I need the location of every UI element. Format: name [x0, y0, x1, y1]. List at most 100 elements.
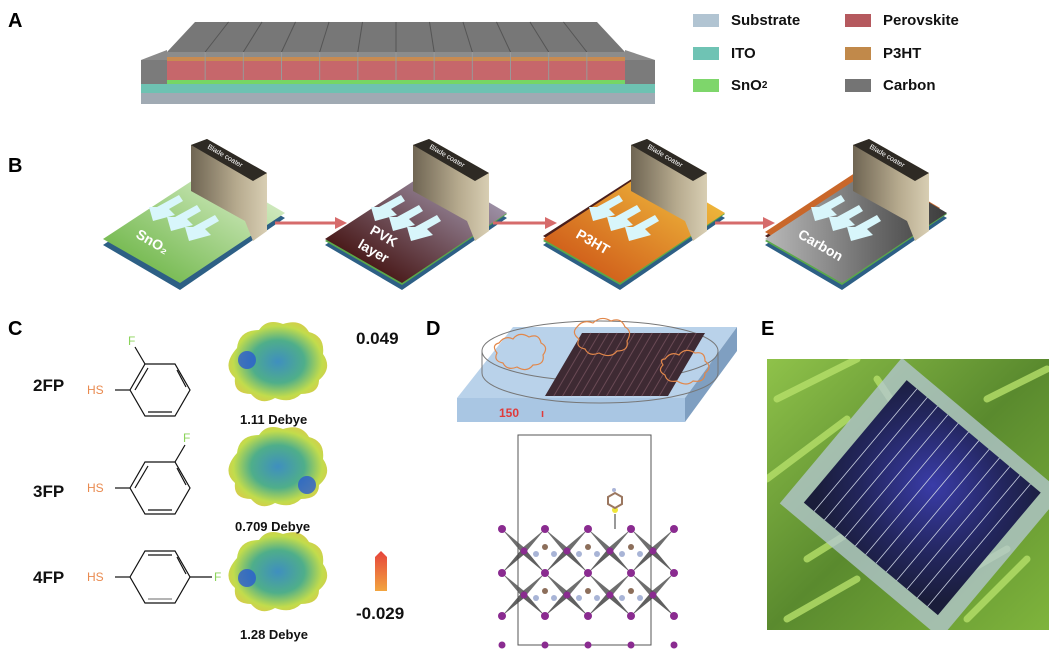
iodine-atom [627, 569, 635, 577]
petri-dish-wall [481, 351, 719, 404]
cell-stripe [641, 332, 680, 397]
nitrogen-atom [637, 595, 643, 601]
hotplate-side [685, 327, 737, 422]
esp-surface [228, 532, 328, 612]
cell-stripe [553, 332, 592, 397]
iodine-atom [627, 525, 635, 533]
nitrogen-atom [551, 595, 557, 601]
hotplate-front [457, 398, 685, 422]
module-active-area [803, 380, 1041, 616]
carbon-atom [628, 544, 634, 550]
structure-3fp [115, 444, 191, 515]
cell-stripe [606, 332, 644, 397]
legend-item-ito: ITO [693, 45, 756, 62]
iodine-atom [541, 569, 549, 577]
coating-direction-arrow [847, 215, 881, 241]
esp-map [228, 532, 328, 612]
coating-direction-arrow [167, 205, 201, 231]
cell-scribe-line [462, 21, 473, 53]
iodine-atom [584, 641, 592, 649]
thiol-label: HS [87, 481, 104, 495]
nitrogen-atom [619, 551, 625, 557]
outdoor-module-photo [767, 359, 1049, 630]
coating-direction-arrow [625, 215, 659, 241]
nitrogen-atom [576, 595, 582, 601]
thiol-label: HS [87, 570, 104, 584]
legend-item-p3ht: P3HT [845, 45, 921, 62]
coating-direction-arrow [407, 215, 441, 241]
interconnect-line [927, 483, 1031, 607]
iodine-atom [498, 569, 506, 577]
dipole-moment-2fp: 1.11 Debye [240, 412, 308, 427]
electrostatic-potential-maps [228, 322, 328, 612]
nitrogen-atom [594, 595, 600, 601]
vapor-cloud [659, 349, 710, 385]
carbon-atom [628, 588, 634, 594]
nitrogen-atom [533, 595, 539, 601]
molecule-name-3fp: 3FP [33, 482, 65, 501]
legend-item-carbon: Carbon [845, 77, 936, 94]
annealing-hotplate-diagram: 150 ı [457, 317, 737, 422]
panel-label-b: B [8, 155, 23, 177]
lead-atom [563, 547, 571, 555]
legend-swatch-perovskite [845, 14, 871, 27]
coating-direction-arrow [389, 205, 423, 231]
esp-map [228, 322, 328, 402]
iodine-atom [670, 612, 678, 620]
grass-blade [783, 575, 861, 623]
panel-label-e: E [761, 318, 775, 340]
coating-direction-arrow [589, 195, 623, 221]
cell-scribe-line [281, 21, 296, 53]
nitrogen-atom [533, 551, 539, 557]
coating-direction-arrow [607, 205, 641, 231]
cell-stripe [632, 332, 671, 397]
cell-stripe [597, 332, 636, 397]
coating-direction-arrow [371, 195, 405, 221]
cell-stripe [579, 332, 618, 397]
process-arrow [493, 217, 557, 229]
iodine-atom [498, 641, 506, 649]
cell-stripe [614, 332, 653, 397]
legend-item-perovskite: Perovskite [845, 12, 959, 29]
cell-scribe-line [204, 21, 229, 53]
grass-blade [963, 555, 1031, 623]
negative-potential-region [238, 351, 256, 369]
cell-scribe-line [529, 21, 550, 53]
cell-scribe-line [357, 21, 363, 53]
nitrogen-atom [551, 551, 557, 557]
legend-swatch-sno2 [693, 79, 719, 92]
cell-stripe [658, 332, 697, 397]
vapor-cloud [573, 317, 631, 357]
iodine-atom [670, 569, 678, 577]
grass-blade [983, 365, 1049, 403]
lead-atom [649, 547, 657, 555]
thiol-label: HS [87, 383, 104, 397]
iodine-atom [541, 641, 549, 649]
interconnect-line [834, 405, 938, 529]
process-arrow [275, 217, 347, 229]
iodine-atom [670, 525, 678, 533]
lead-atom [649, 591, 657, 599]
grass-blade [767, 415, 851, 483]
cell-stripe [562, 332, 601, 397]
fluorine-label: F [183, 431, 190, 445]
legend-swatch-substrate [693, 14, 719, 27]
iodine-atom [584, 569, 592, 577]
legend-label: P3HT [883, 45, 922, 62]
iodine-atom [541, 612, 549, 620]
iodine-atom [498, 612, 506, 620]
interconnect-line [906, 466, 1011, 590]
cell-scribe-line [319, 21, 330, 53]
cell-scribe-line [563, 21, 588, 53]
lead-atom [520, 591, 528, 599]
legend-label: Carbon [883, 77, 936, 94]
nitrogen-atom [576, 551, 582, 557]
vapor-cloud [493, 333, 547, 371]
legend-swatch-ito [693, 47, 719, 60]
carbon-atom [542, 588, 548, 594]
carbon-atom [585, 544, 591, 550]
lead-atom [520, 547, 528, 555]
